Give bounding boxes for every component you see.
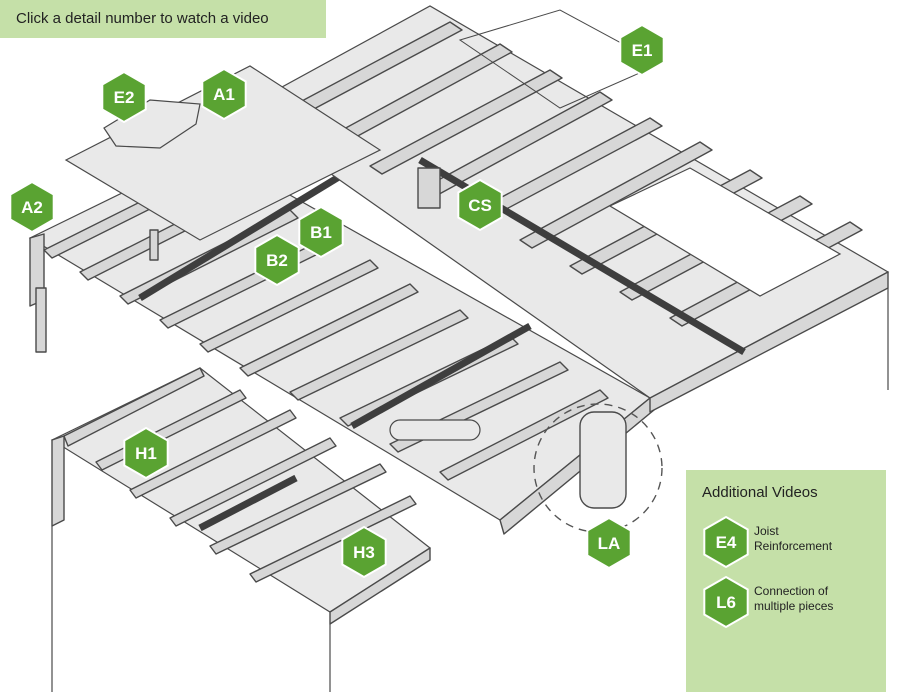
badge-l6[interactable]: L6: [698, 574, 754, 630]
badge-h3-label: H3: [353, 543, 375, 562]
instruction-text: Click a detail number to watch a video: [16, 10, 269, 27]
detail-badges[interactable]: E1 E2 A1 A2 CS B1 B2 H1: [9, 23, 665, 579]
badge-la-label: LA: [598, 534, 621, 553]
badge-b2[interactable]: B2: [254, 233, 300, 287]
badge-a2[interactable]: A2: [9, 180, 55, 234]
badge-cs[interactable]: CS: [457, 178, 503, 232]
upper-right-floor-frame: [238, 5, 890, 413]
badge-e1-label: E1: [632, 41, 653, 60]
badge-e4-label: E4: [716, 533, 737, 552]
badge-la[interactable]: LA: [586, 516, 632, 570]
l6-text-line2: multiple pieces: [754, 599, 834, 613]
badge-cs-label: CS: [468, 196, 492, 215]
badge-h1-label: H1: [135, 444, 157, 463]
additional-video-l6-text: Connection of multiple pieces: [754, 584, 833, 614]
badge-h1[interactable]: H1: [123, 426, 169, 480]
badge-e2[interactable]: E2: [101, 70, 147, 124]
badge-e1[interactable]: E1: [619, 23, 665, 77]
additional-videos-title: Additional Videos: [702, 484, 818, 501]
badge-e4[interactable]: E4: [698, 514, 754, 570]
instruction-banner: Click a detail number to watch a video: [0, 0, 326, 38]
badge-a2-label: A2: [21, 198, 43, 217]
badge-b1-label: B1: [310, 223, 332, 242]
top-left-frame: [64, 65, 382, 241]
badge-b1[interactable]: B1: [298, 205, 344, 259]
badge-a1[interactable]: A1: [201, 67, 247, 121]
l6-text-line1: Connection of: [754, 584, 829, 598]
additional-videos-panel: Additional Videos E4 Joist Reinforcement…: [686, 470, 886, 692]
badge-a1-label: A1: [213, 85, 235, 104]
additional-video-e4-text: Joist Reinforcement: [754, 524, 832, 554]
badge-b2-label: B2: [266, 251, 288, 270]
badge-e2-label: E2: [114, 88, 135, 107]
badge-l6-label: L6: [716, 593, 736, 612]
e4-text-line1: Joist: [754, 524, 779, 538]
e4-text-line2: Reinforcement: [754, 539, 833, 553]
badge-h3[interactable]: H3: [341, 525, 387, 579]
